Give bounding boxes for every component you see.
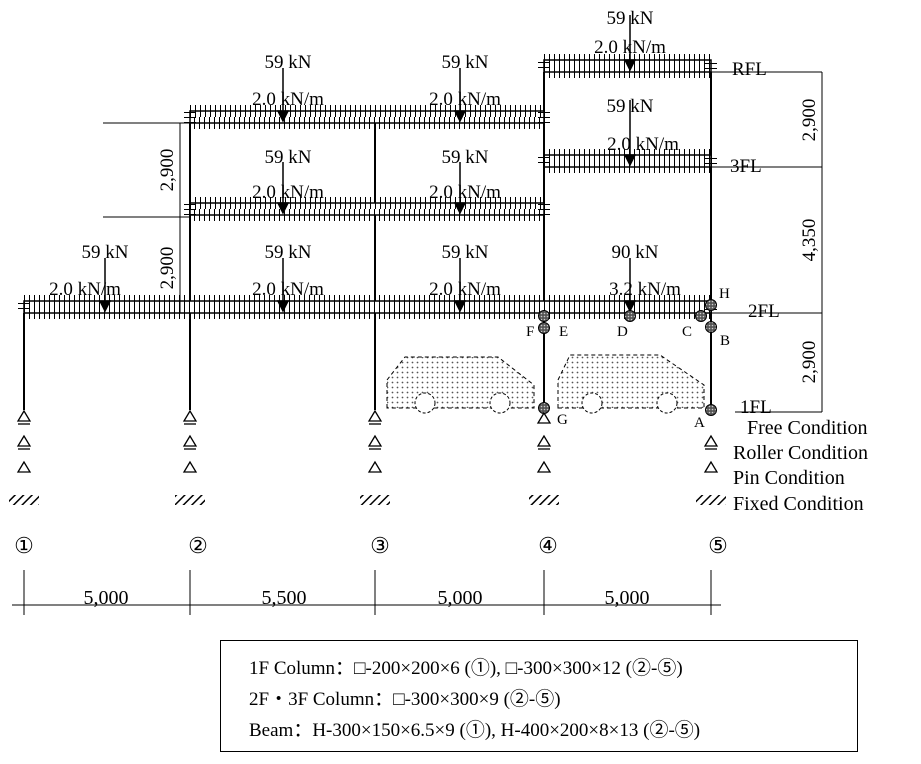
load-point-rfl: 59 kN [607,8,654,29]
load-dist-2fl-span1: 2.0 kN/m [49,279,121,300]
load-dist-2fl-span4: 3.2 kN/m [609,279,681,300]
floor-levels: RFL 3FL 2FL 1FL [700,59,822,418]
load-dist-3-span3: 2.0 kN/m [429,89,501,110]
load-dist-3fl-right: 2.0 kN/m [607,134,679,155]
member-spec-box: 1F Column：□-200×200×6 (①), □-300×300×12 … [220,640,858,752]
span-2-3: 5,500 [262,587,307,609]
node-E [538,310,550,322]
height-rfl-3fl: 2,900 [799,99,820,142]
hinge-nodes [538,299,717,416]
load-point-2fl-span3: 59 kN [442,242,489,263]
node-C [695,310,707,322]
load-point-3fl-right: 59 kN [607,96,654,117]
supports-axis-3 [360,409,390,505]
height-2fl-1fl: 2,900 [799,341,820,384]
node-label-G: G [557,412,568,428]
fixed-icon [696,495,726,505]
legend-pin: Pin Condition [733,467,845,489]
axis-marker-2: ② [188,533,208,558]
node-F [538,322,550,334]
load-dist-2fl-span2: 2.0 kN/m [252,279,324,300]
load-arrows [98,15,637,313]
height-left-lower: 2,900 [157,247,178,290]
supports-axis-4 [529,411,559,505]
axis-marker-1: ① [14,533,34,558]
axis-marker-5: ⑤ [708,533,728,558]
load-dist-2fl-span3: 2.0 kN/m [429,279,501,300]
node-label-F: F [526,324,534,340]
car-left [386,356,535,414]
load-dist-3-span2: 2.0 kN/m [252,89,324,110]
columns [23,72,712,410]
load-dist-rfl: 2.0 kN/m [594,37,666,58]
axis-marker-3: ③ [370,533,390,558]
node-label-H: H [719,286,730,302]
load-labels: 59 kN 2.0 kN/m 59 kN 2.0 kN/m 59 kN 2.0 … [49,8,681,300]
node-label-A: A [694,415,705,431]
load-point-2-span3: 59 kN [442,147,489,168]
axis-marker-4: ④ [538,533,558,558]
load-point-2-span2: 59 kN [265,147,312,168]
height-dimensions-left: 2,900 2,900 [103,122,190,313]
spec-2f-3f-column: 2F・3F Column：□-300×300×9 (②-⑤) [249,689,561,710]
supports-axis-1 [9,409,39,505]
span-1-2: 5,000 [84,587,129,609]
support-legend: Free Condition Roller Condition Pin Cond… [696,417,868,515]
span-3-4: 5,000 [438,587,483,609]
floor-label-3fl: 3FL [730,156,762,177]
load-dist-2-span3: 2.0 kN/m [429,182,501,203]
load-dist-2-span2: 2.0 kN/m [252,182,324,203]
node-H [705,299,717,311]
node-B [705,321,717,333]
node-label-E: E [559,324,568,340]
axis-markers: ① ② ③ ④ ⑤ [14,533,728,558]
load-point-3-span3: 59 kN [442,52,489,73]
supports [9,409,559,505]
frame-diagram: 59 kN 2.0 kN/m 59 kN 2.0 kN/m 59 kN 2.0 … [9,8,868,615]
spec-1f-column: 1F Column：□-200×200×6 (①), □-300×300×12 … [249,658,683,679]
span-4-5: 5,000 [605,587,650,609]
beam-2fl [18,295,717,319]
load-point-3-span2: 59 kN [265,52,312,73]
node-label-B: B [720,333,730,349]
span-dimensions: 5,000 5,500 5,000 5,000 [12,570,721,615]
floor-label-2fl: 2FL [748,301,780,322]
legend-roller: Roller Condition [733,442,868,464]
beam-3-left [184,105,550,129]
supports-axis-2 [175,409,205,505]
roller-icon [703,434,719,447]
height-3fl-2fl: 4,350 [799,219,820,262]
node-label-C: C [682,324,692,340]
node-D [624,310,636,322]
legend-fixed: Fixed Condition [733,493,864,515]
node-A [705,404,717,416]
car-right [557,354,705,414]
beam-2-left [184,197,550,221]
height-left-upper: 2,900 [157,149,178,192]
node-label-D: D [617,324,628,340]
load-point-2fl-span4: 90 kN [612,242,659,263]
load-point-2fl-span1: 59 kN [82,242,129,263]
pin-icon [703,460,719,473]
node-labels: E F D C H B G A [526,286,730,431]
height-dimensions-right: 2,900 4,350 2,900 [799,72,823,412]
floor-label-rfl: RFL [732,59,767,80]
spec-beam: Beam：H-300×150×6.5×9 (①), H-400×200×8×13… [249,720,701,741]
legend-free: Free Condition [747,417,868,439]
floor-label-1fl: 1FL [740,397,772,418]
load-point-2fl-span2: 59 kN [265,242,312,263]
